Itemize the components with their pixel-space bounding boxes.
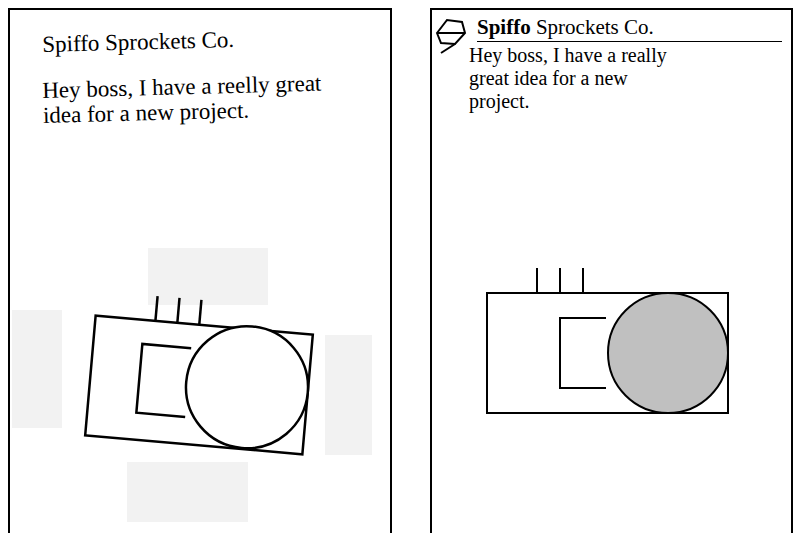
company-heading: Spiffo Sprockets Co. xyxy=(477,16,782,42)
comic-panel: Spiffo Sprockets Co.Hey boss, I have a r… xyxy=(430,8,793,533)
shadow-rect xyxy=(148,248,268,305)
gadget-pin xyxy=(199,300,201,325)
gadget-pin xyxy=(155,296,157,321)
shadow-rect xyxy=(325,335,372,455)
comic-panel: Spiffo Sprockets Co. Hey boss, I have a r… xyxy=(8,8,392,533)
gadget-bracket xyxy=(560,318,606,388)
logo-tail xyxy=(441,44,455,53)
logo-bar xyxy=(437,32,465,34)
speech-text: Hey boss, I have a reelly great idea for… xyxy=(42,71,343,128)
shadow-rect xyxy=(127,462,248,522)
shadow-rect xyxy=(12,310,62,428)
gadget-drawing xyxy=(487,268,728,413)
motion-shadows xyxy=(12,248,372,522)
gadget-bracket xyxy=(136,344,191,417)
gadget-sketch xyxy=(85,291,315,454)
company-heading: Spiffo Sprockets Co. xyxy=(42,23,373,58)
gadget-pin xyxy=(177,298,179,323)
logo-outline xyxy=(437,20,465,44)
logo-symbol xyxy=(437,20,465,53)
gadget-body xyxy=(487,293,728,413)
speech-text: Hey boss, I have a really great idea for… xyxy=(469,44,684,113)
gadget-wheel xyxy=(608,293,728,413)
gadget-pin xyxy=(582,268,584,293)
gadget-body xyxy=(85,316,313,455)
gadget-pin xyxy=(536,268,538,293)
gadget-pin xyxy=(559,268,561,293)
gadget-wheel xyxy=(181,321,313,453)
